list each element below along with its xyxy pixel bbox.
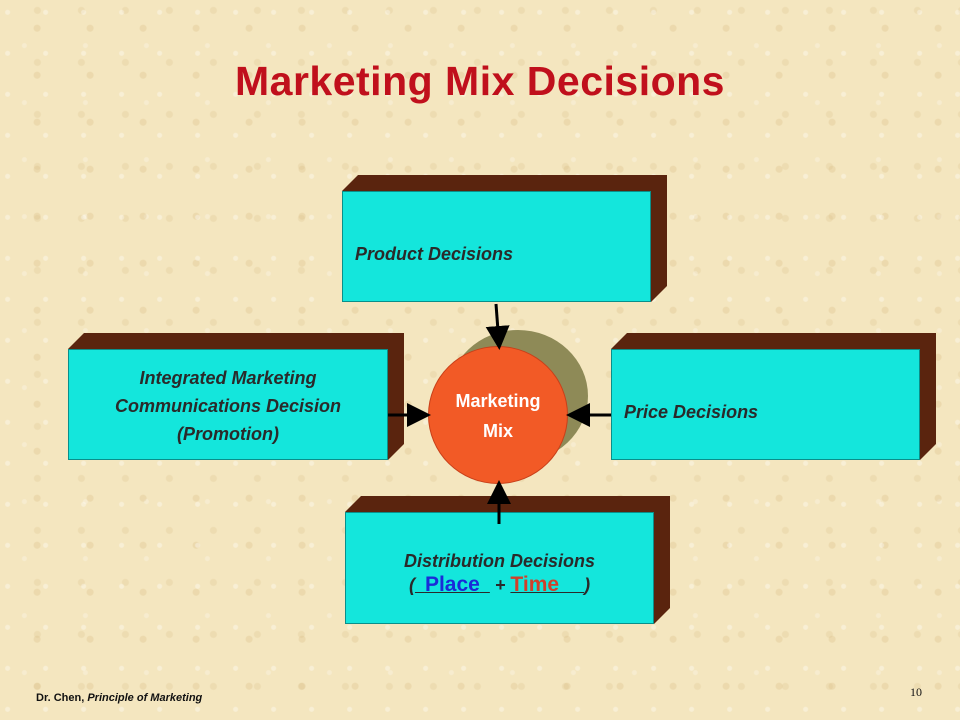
distribution-decisions-text: Distribution Decisions ( Place + Time ) (345, 512, 654, 624)
promotion-decisions-text: Integrated Marketing Communications Deci… (68, 349, 388, 460)
slide-title: Marketing Mix Decisions (235, 58, 725, 104)
time-fill: Time (510, 573, 560, 596)
marketing-mix-circle: Marketing Mix (428, 346, 568, 484)
time-blank: Time (510, 573, 584, 596)
place-fill: Place (424, 573, 480, 596)
footer-credit: Dr. Chen, Principle of Marketing (36, 692, 202, 704)
distribution-formula: ( Place + Time ) (346, 573, 653, 597)
place-blank: Place (415, 573, 490, 596)
product-decisions-label: Product Decisions (342, 191, 651, 302)
promotion-line-2: Communications Decision (114, 396, 342, 416)
arrow-from-product (485, 303, 510, 350)
open-paren: ( (408, 575, 415, 595)
plus-sign: + (494, 575, 506, 595)
marketing-mix-line-2: Mix (482, 421, 513, 441)
promotion-line-3: (Promotion) (177, 424, 279, 444)
promotion-line-1: Integrated Marketing (139, 368, 317, 388)
price-decisions-label: Price Decisions (611, 349, 920, 460)
close-paren: ) (584, 575, 591, 595)
page-number: 10 (910, 685, 922, 699)
distribution-label: Distribution Decisions (403, 551, 596, 571)
footer-author: Dr. Chen, (36, 692, 88, 704)
footer-course: Principle of Marketing (87, 692, 203, 704)
marketing-mix-line-1: Marketing (455, 391, 541, 411)
